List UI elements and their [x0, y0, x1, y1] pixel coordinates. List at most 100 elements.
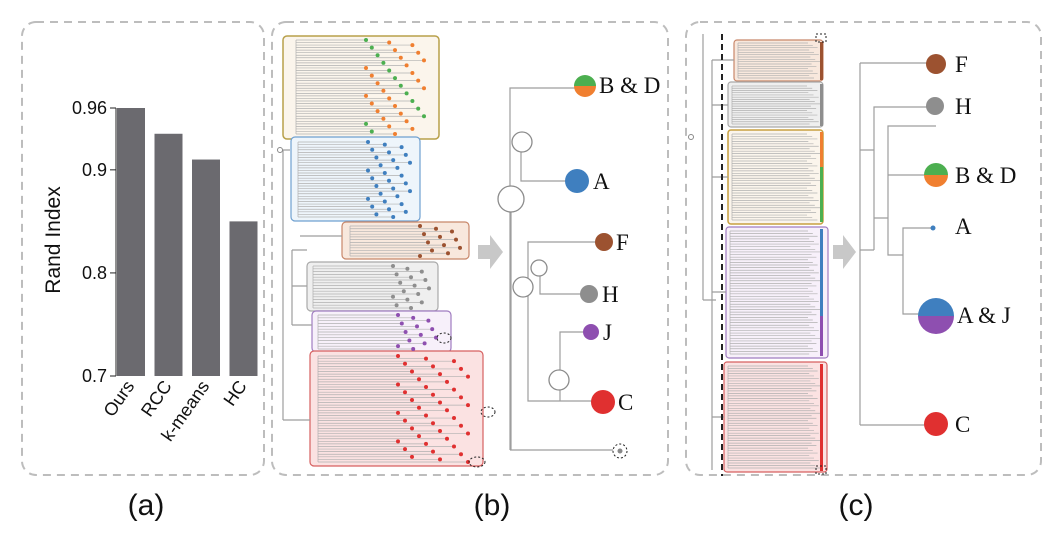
dendrogram-leaf-point [401, 289, 406, 294]
node-c [591, 390, 615, 414]
label-f: F [616, 230, 629, 255]
dendrogram-leaf-point [418, 254, 422, 258]
c-bottom-marker [815, 465, 827, 475]
cluster-box-h [306, 261, 439, 312]
dendrogram-leaf-point [459, 366, 463, 371]
dendrogram-leaf-point [366, 196, 370, 201]
dendrogram-leaf-point [399, 321, 404, 326]
dendrogram-leaf-point [452, 387, 456, 392]
dendrogram-leaf-point [387, 68, 392, 73]
dendrogram-leaf-point [431, 449, 435, 454]
dendrogram-leaf-point [442, 243, 446, 248]
dendrogram-leaf-point [410, 126, 415, 131]
dendrogram-leaf-point [405, 297, 410, 302]
dendrogram-leaf-point [427, 286, 431, 291]
dendrogram-leaf-point [445, 379, 449, 384]
dendrogram-leaf-point [396, 382, 400, 387]
dendrogram-leaf-point [424, 356, 428, 361]
dendrogram-leaf-point [466, 431, 470, 436]
dendrogram-leaf-point [395, 194, 400, 199]
node-j [583, 324, 599, 340]
dendrogram-leaf-point [423, 278, 428, 282]
dendrogram-leaf-point [416, 292, 421, 296]
y-ticks: 0.70.80.90.96 [72, 98, 117, 386]
dendrogram-leaf-point [374, 212, 379, 217]
dendrogram-leaf-point [391, 215, 396, 219]
dendrogram-leaf-point [419, 269, 424, 274]
dendrogram-leaf-point [424, 441, 428, 446]
dendrogram-leaf-point [409, 275, 413, 280]
cluster-box-c [309, 350, 484, 467]
dendrogram-leaf-point [404, 119, 409, 124]
dendrogram-leaf-point [415, 324, 419, 329]
dendrogram-leaf-point [466, 374, 470, 379]
dendrogram-leaf-point [410, 43, 415, 48]
dendrogram-leaf-point [459, 452, 463, 457]
dendrogram-leaf-point [416, 106, 421, 111]
dendrogram-leaf-point [452, 359, 456, 364]
bar-ours [117, 108, 145, 376]
label-c: C [618, 390, 633, 415]
dendrogram-leaf-point [403, 181, 408, 186]
dendrogram-leaf-point [403, 390, 407, 395]
dendrogram-leaf-point [375, 53, 380, 58]
agg-node-root [497, 185, 525, 213]
dendrogram-leaf-point [446, 251, 450, 256]
dendrogram-leaf-point [396, 313, 400, 317]
c-label-c: C [955, 412, 970, 437]
caption-a: (a) [128, 489, 165, 522]
panel-b-frame [271, 21, 669, 476]
dendrogram-leaf-point [393, 132, 397, 136]
dendrogram-leaf-point [438, 372, 442, 377]
c-bar-b [820, 167, 823, 222]
dendrogram-leaf-point [381, 88, 386, 93]
dendrogram-leaf-point [387, 178, 391, 183]
c-node-h [926, 97, 944, 115]
panel-c-frame [685, 21, 1042, 476]
panel-c-aggregated-tree [859, 62, 936, 426]
dendrogram-leaf-point [422, 232, 426, 237]
dendrogram-leaf-point [404, 63, 409, 68]
dendrogram-leaf-point [393, 76, 397, 81]
dendrogram-leaf-point [419, 300, 424, 305]
dendrogram-leaf-point [398, 280, 403, 285]
dendrogram-leaf-point [393, 48, 397, 53]
c-cluster-box-h [727, 81, 824, 128]
dendrogram-leaf-point [364, 65, 368, 70]
dendrogram-leaf-point [417, 405, 421, 410]
c-bar-d [820, 132, 823, 167]
dendrogram-leaf-point [364, 121, 368, 126]
dendrogram-leaf-point [430, 327, 435, 332]
dendrogram-leaf-point [409, 306, 413, 310]
panel-a-frame [21, 21, 265, 476]
dendrogram-leaf-point [407, 338, 412, 343]
dendrogram-leaf-point [387, 40, 392, 45]
dendrogram-leaf-point [416, 50, 421, 55]
dendrogram-leaf-point [408, 189, 412, 194]
dendrogram-leaf-point [434, 226, 438, 231]
dendrogram-leaf-point [378, 191, 383, 196]
c-cluster-box-f [733, 39, 824, 82]
dendrogram-leaf-point [382, 199, 387, 204]
dendrogram-leaf-point [396, 344, 400, 349]
dendrogram-leaf-point [445, 408, 449, 413]
dendrogram-leaf-point [459, 395, 463, 400]
dendrogram-leaf-point [381, 116, 386, 121]
dendrogram-leaf-point [374, 183, 379, 188]
caption-b: (b) [474, 489, 511, 522]
node-b-half-icon [574, 75, 596, 86]
c-bar-j [820, 316, 823, 356]
y-tick-label: 0.8 [82, 263, 107, 283]
bar-hc [229, 221, 258, 376]
dendrogram-leaf-point [394, 303, 399, 308]
dendrogram-leaf-point [404, 91, 409, 96]
label-h: H [602, 282, 619, 307]
bar-rcc [154, 133, 183, 376]
dendrogram-leaf-point [399, 145, 404, 150]
dendrogram-leaf-point [458, 245, 462, 250]
dendrogram-leaf-point [411, 347, 416, 351]
dendrogram-leaf-point [426, 318, 431, 323]
dendrogram-leaf-point [410, 71, 415, 76]
dendrogram-leaf-point [417, 434, 421, 439]
